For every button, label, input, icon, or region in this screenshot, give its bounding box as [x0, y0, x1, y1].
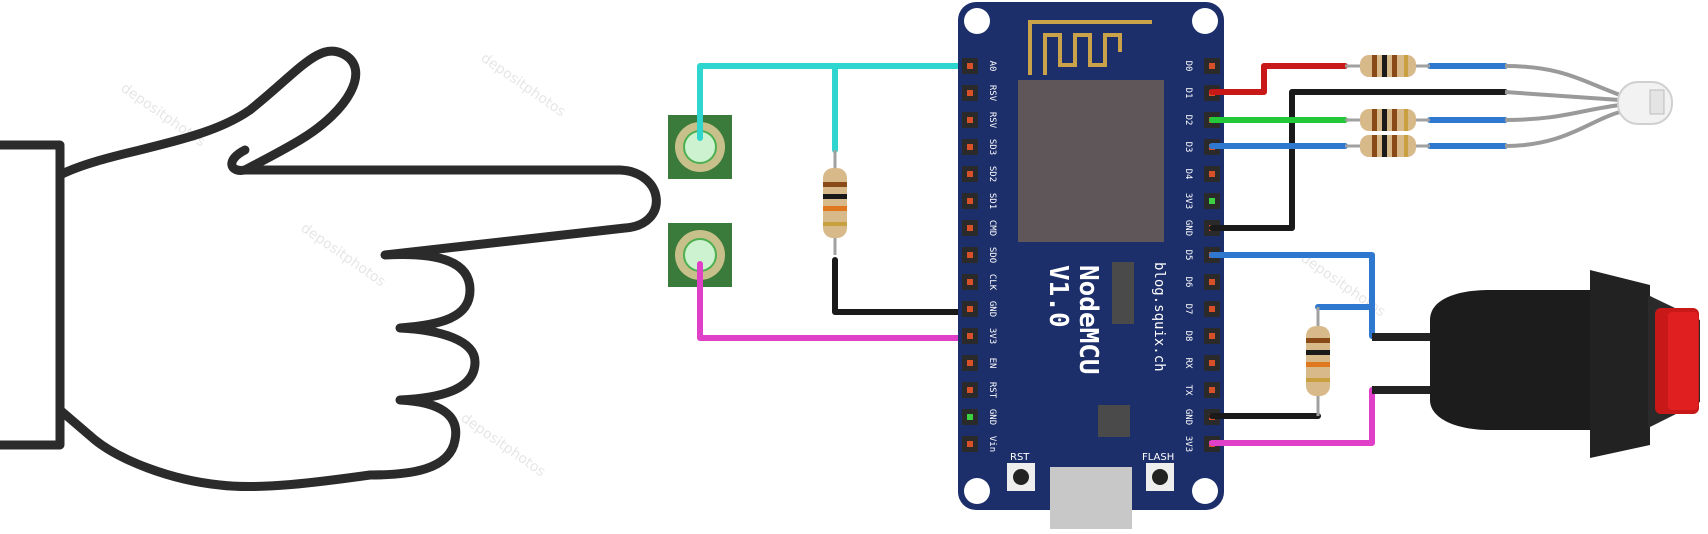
wires-left — [697, 63, 973, 341]
board-url: blog.squix.ch — [1151, 262, 1167, 372]
pin-dot — [967, 90, 973, 96]
wire-black-gnd — [832, 257, 973, 315]
wire-red-d1 — [1209, 63, 1348, 95]
resistor-led-red — [1345, 55, 1430, 77]
resistor-left — [823, 150, 847, 255]
nodemcu-board: RST FLASH NodeMCU V1.0 blog.squix.ch A0R… — [958, 2, 1224, 529]
rgb-led — [1504, 64, 1673, 148]
pin-label-right-d3: D3 — [1183, 142, 1193, 153]
pin-dot — [967, 144, 973, 150]
pin-dot — [967, 387, 973, 393]
board-title: NodeMCU — [1073, 265, 1103, 375]
pin-label-left-cmd: CMD — [987, 220, 997, 236]
pin-label-left-sd3: SD3 — [987, 139, 997, 155]
flash-label: FLASH — [1142, 452, 1174, 463]
antenna-trace — [1028, 20, 1152, 75]
pin-dot — [1209, 306, 1215, 312]
touch-pad-top — [668, 115, 732, 179]
pin-label-right-d2: D2 — [1183, 115, 1193, 126]
resistor-led-blue — [1345, 135, 1430, 157]
pin-dot — [1209, 387, 1215, 393]
pin-label-left-rsv: RSV — [987, 112, 997, 129]
pin-label-left-gnd: GND — [987, 409, 997, 425]
pin-label-left-en: EN — [987, 358, 997, 369]
pin-dot — [967, 252, 973, 258]
pin-dot — [967, 171, 973, 177]
pin-dot — [967, 117, 973, 123]
esp-chip — [1018, 80, 1164, 242]
pin-dot — [967, 360, 973, 366]
pin-label-right-d7: D7 — [1183, 304, 1193, 315]
pin-dot — [967, 198, 973, 204]
wire-cyan-a0 — [697, 63, 973, 141]
pin-label-left-sd2: SD2 — [987, 166, 997, 182]
pin-label-right-d6: D6 — [1183, 277, 1193, 288]
pin-dot — [1209, 360, 1215, 366]
wires-right — [1209, 63, 1508, 446]
wire-black-gnd-led — [1209, 89, 1508, 231]
pin-label-right-d1: D1 — [1183, 88, 1193, 99]
watermark-text: depositphotos — [298, 220, 389, 290]
pin-dot — [1209, 171, 1215, 177]
wire-magenta-3v3-btn — [1209, 387, 1375, 446]
pin-dot — [967, 441, 973, 447]
pin-dot — [967, 414, 973, 420]
resistor-led-green — [1345, 109, 1430, 131]
pin-label-left-sd1: SD1 — [987, 193, 997, 209]
usb-port — [1050, 467, 1132, 529]
wire-magenta-3v3 — [697, 261, 973, 341]
pin-dot — [967, 63, 973, 69]
board-version: V1.0 — [1043, 265, 1073, 328]
pin-label-right-rx: RX — [1183, 358, 1193, 369]
pin-label-right-3v3: 3V3 — [1183, 193, 1193, 209]
pin-label-left-gnd: GND — [987, 301, 997, 317]
pin-dot — [967, 333, 973, 339]
pin-label-right-d5: D5 — [1183, 250, 1193, 261]
pin-dot — [967, 225, 973, 231]
pin-label-left-rst: RST — [987, 382, 997, 399]
pin-dot — [967, 306, 973, 312]
pin-label-left-3v3: 3V3 — [987, 328, 997, 344]
pin-label-right-3v3: 3V3 — [1183, 436, 1193, 452]
pin-label-left-a0: A0 — [987, 61, 997, 72]
pin-dot — [967, 279, 973, 285]
pin-label-left-rsv: RSV — [987, 85, 997, 102]
pin-label-right-d0: D0 — [1183, 61, 1193, 72]
pin-label-right-tx: TX — [1183, 385, 1193, 396]
pin-label-right-d8: D8 — [1183, 331, 1193, 342]
push-button — [1372, 270, 1700, 458]
pin-label-left-clk: CLK — [987, 274, 997, 291]
pin-label-left-vin: Vin — [987, 436, 997, 452]
pointing-hand-icon — [0, 46, 661, 492]
pin-dot — [1209, 198, 1215, 204]
resistor-button — [1306, 307, 1330, 416]
pin-dot — [1209, 279, 1215, 285]
watermark-text: depositphotos — [478, 50, 569, 120]
rst-label: RST — [1010, 452, 1030, 463]
pin-dot — [1209, 333, 1215, 339]
pin-label-right-gnd: GND — [1183, 220, 1193, 236]
pin-dot — [1209, 63, 1215, 69]
pin-label-right-d4: D4 — [1183, 169, 1193, 180]
pin-label-right-gnd: GND — [1183, 409, 1193, 425]
watermark-text: depositphotos — [458, 410, 549, 480]
pin-label-left-sdo: SDO — [987, 247, 997, 263]
